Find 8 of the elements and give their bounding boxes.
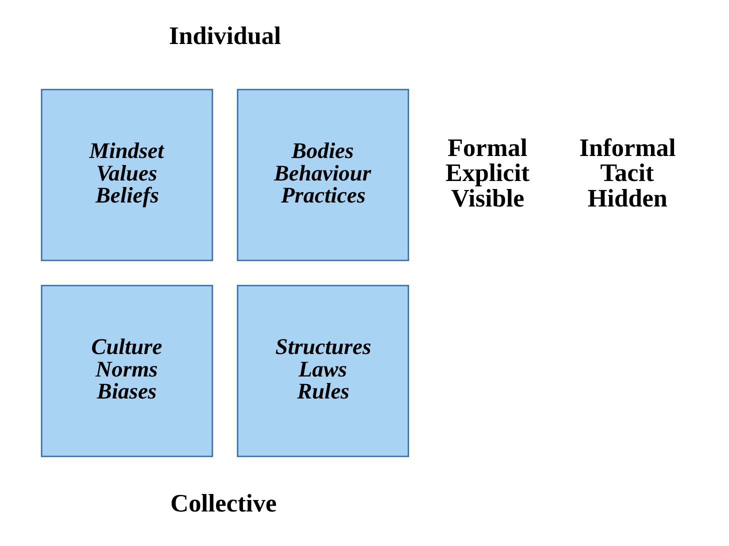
label: Individual xyxy=(168,22,281,50)
label: Collective xyxy=(170,490,276,518)
node-box: Bodies Behaviour Practices xyxy=(236,88,409,262)
node-box: Mindset Values Beliefs xyxy=(40,88,213,262)
node-box: Structures Laws Rules xyxy=(236,284,409,458)
label: Formal Explicit Visible xyxy=(445,134,529,212)
label: Informal Tacit Hidden xyxy=(578,134,676,212)
node-box: Culture Norms Biases xyxy=(40,284,213,458)
